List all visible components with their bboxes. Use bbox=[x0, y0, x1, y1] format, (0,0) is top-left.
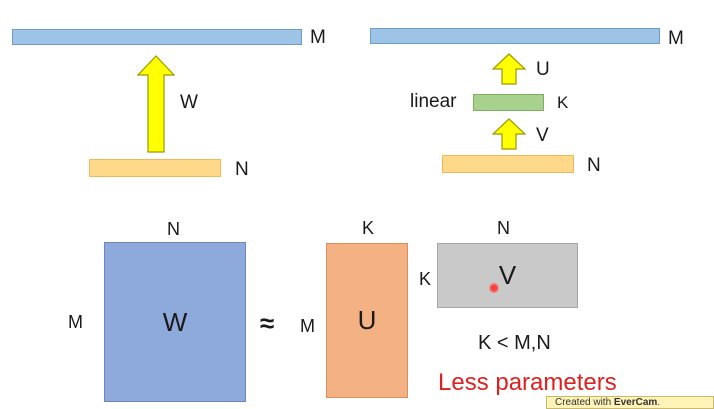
input-dim-label-right: N bbox=[587, 155, 601, 176]
u-matrix-name: U bbox=[357, 305, 377, 335]
weight-label-w: W bbox=[180, 92, 198, 113]
output-vector-bar-left bbox=[12, 29, 302, 45]
output-dim-label-left: M bbox=[310, 27, 326, 48]
down-label-v: V bbox=[536, 125, 549, 146]
evercam-watermark: Created with EverCam. bbox=[546, 396, 714, 409]
up-label-u: U bbox=[536, 59, 550, 80]
cursor-pointer-dot bbox=[489, 283, 499, 293]
up-arrow-v bbox=[492, 118, 526, 150]
up-arrow-u bbox=[492, 53, 526, 85]
approx-symbol: ≈ bbox=[260, 308, 275, 338]
watermark-brand: EverCam bbox=[613, 397, 658, 408]
linear-bottleneck-bar bbox=[473, 94, 544, 111]
w-matrix: W bbox=[104, 242, 246, 402]
u-matrix: U bbox=[326, 243, 408, 398]
u-matrix-rows-label: M bbox=[300, 316, 315, 336]
middle-dim-label: K bbox=[557, 93, 569, 112]
w-matrix-rows-label: M bbox=[68, 312, 83, 332]
output-dim-label-right: M bbox=[668, 28, 684, 49]
watermark-suffix: . bbox=[657, 397, 661, 408]
watermark-prefix: Created with bbox=[555, 397, 614, 408]
w-matrix-cols-label: N bbox=[167, 219, 180, 239]
less-parameters-note: Less parameters bbox=[438, 369, 617, 396]
input-vector-bar-left bbox=[89, 159, 221, 177]
v-matrix-cols-label: N bbox=[497, 218, 510, 238]
output-vector-bar-right bbox=[370, 28, 660, 44]
up-arrow-w bbox=[137, 55, 175, 153]
input-dim-label-left: N bbox=[235, 159, 249, 180]
u-matrix-cols-label: K bbox=[362, 218, 375, 238]
constraint-text: K < M,N bbox=[478, 332, 551, 354]
v-matrix: V bbox=[437, 243, 578, 308]
w-matrix-name: W bbox=[162, 306, 188, 337]
v-matrix-rows-label: K bbox=[419, 269, 432, 289]
input-vector-bar-right bbox=[442, 155, 574, 173]
v-matrix-name: V bbox=[498, 260, 517, 290]
linear-label: linear bbox=[410, 91, 457, 112]
